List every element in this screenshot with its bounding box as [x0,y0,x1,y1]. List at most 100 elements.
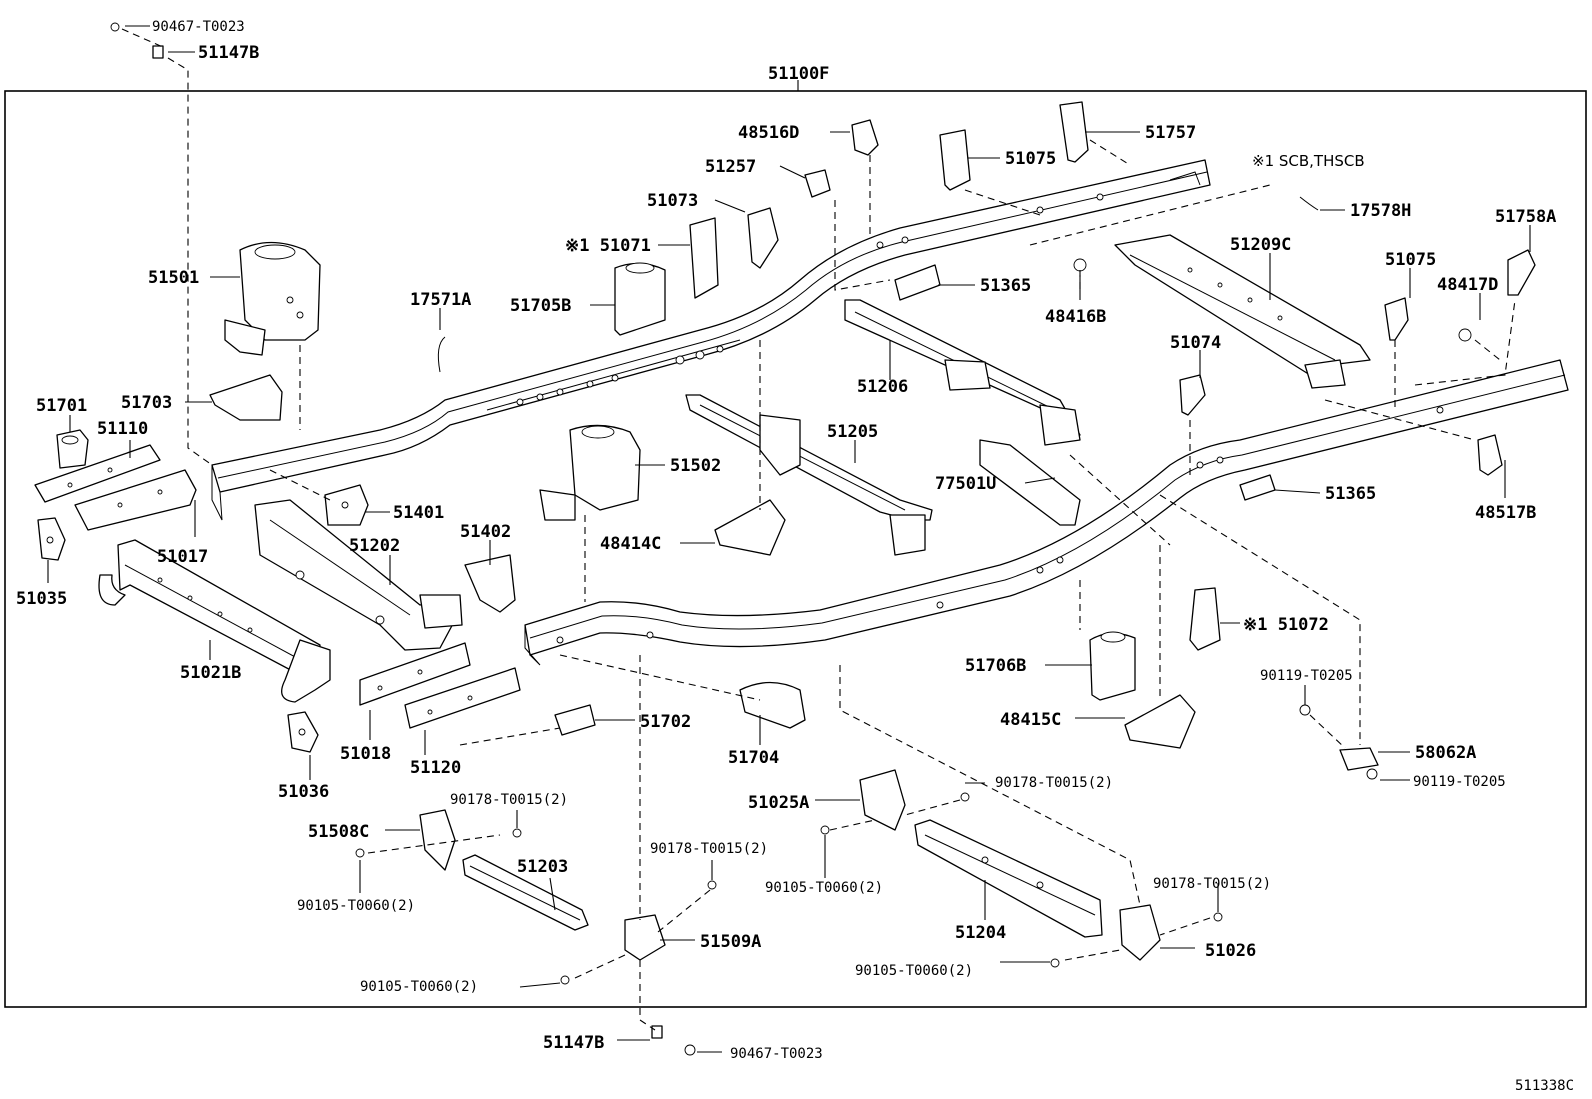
label-51017: 51017 [157,547,208,567]
label-51705B: 51705B [510,296,571,316]
crossmember-51206 [844,299,1081,446]
frame-rail-left [211,159,1211,521]
label-58062A: 58062A [1415,743,1476,763]
bracket-51501 [224,241,321,356]
crossmember-51021B [98,539,331,703]
bracket-51036 [287,711,319,753]
label-48417D: 48417D [1437,275,1498,295]
label-17578H: 17578H [1350,201,1411,221]
fasteners [110,22,1472,1056]
bracket-48414C [714,499,786,556]
label-51758A: 51758A [1495,207,1556,227]
label-51257: 51257 [705,157,756,177]
label-48516D: 48516D [738,123,799,143]
label-51501: 51501 [148,268,199,288]
bracket-51365-top [894,264,941,301]
label-90105-c: 90105-T0060(2) [765,880,883,896]
label-51071: ※1 51071 [565,236,651,256]
bracket-51073 [747,207,779,269]
label-51021B: 51021B [180,663,241,683]
label-51509A: 51509A [700,932,761,952]
bracket-51071 [689,217,719,299]
label-90178-c: 90178-T0015(2) [995,775,1113,791]
part-labels: 51100F 90467-T0023 51147B 51501 51701 51… [16,19,1574,1094]
frame-rail-right [524,359,1569,666]
label-51072: ※1 51072 [1243,615,1329,635]
label-48416B: 48416B [1045,307,1106,327]
bracket-51074 [1179,374,1206,416]
crossmember-51205 [685,394,933,556]
label-90119-top: 90119-T0205 [1260,668,1353,684]
bracket-48415C [1124,694,1196,749]
bracket-51072 [1189,587,1221,651]
label-51025A: 51025A [748,793,809,813]
bracket-48516D [851,119,879,156]
label-51110: 51110 [97,419,148,439]
label-51074: 51074 [1170,333,1221,353]
label-51147B-top: 51147B [198,43,259,63]
bracket-51018 [359,642,471,706]
label-48414C: 48414C [600,534,661,554]
label-51206: 51206 [857,377,908,397]
label-51508C: 51508C [308,822,369,842]
bracket-51704 [739,681,806,729]
bracket-51705B [614,262,666,336]
leader-lines [47,25,1531,1053]
label-51036: 51036 [278,782,329,802]
figure-id: 511338C [1515,1078,1574,1094]
label-51026: 51026 [1205,941,1256,961]
bracket-51703 [209,374,283,421]
label-51706B: 51706B [965,656,1026,676]
bracket-48517B [1477,434,1503,476]
label-51401: 51401 [393,503,444,523]
label-51205: 51205 [827,422,878,442]
label-51209C: 51209C [1230,235,1291,255]
crossmember-51204 [914,819,1103,938]
bracket-51110 [34,444,161,503]
bracket-51701 [56,429,89,469]
label-90467-top: 90467-T0023 [152,19,245,35]
label-51402: 51402 [460,522,511,542]
label-77501U: 77501U [935,474,996,494]
label-51203: 51203 [517,857,568,877]
label-51147B-bottom: 51147B [543,1033,604,1053]
bracket-51075-right [1384,297,1409,341]
label-90105-a: 90105-T0060(2) [297,898,415,914]
label-48517B: 48517B [1475,503,1536,523]
label-51365-top: 51365 [980,276,1031,296]
bracket-51075-top [939,129,971,191]
bracket-51502 [539,424,641,521]
bracket-51026 [1119,904,1161,961]
assembly-boundary [4,90,1587,1008]
label-51365-right: 51365 [1325,484,1376,504]
label-assembly: 51100F [768,64,829,84]
label-90105-b: 90105-T0060(2) [360,979,478,995]
bracket-58062A [1339,747,1379,771]
bracket-51401 [324,484,369,526]
label-51702: 51702 [640,712,691,732]
label-51018: 51018 [340,744,391,764]
label-51120: 51120 [410,758,461,778]
crossmember-51202 [254,499,463,651]
label-90178-b: 90178-T0015(2) [650,841,768,857]
label-51701: 51701 [36,396,87,416]
bracket-51025A [859,769,906,831]
bracket-51509A [624,914,666,961]
label-90178-d: 90178-T0015(2) [1153,876,1271,892]
label-51035: 51035 [16,589,67,609]
bracket-51508C [419,809,456,871]
label-51703: 51703 [121,393,172,413]
bracket-51706B [1089,631,1136,701]
bracket-51702 [554,704,596,736]
bracket-51402 [464,554,516,613]
label-51204: 51204 [955,923,1006,943]
bracket-51257 [804,169,831,198]
label-note: ※1 SCB,THSCB [1252,152,1365,170]
bracket-51365-right [1239,474,1276,501]
label-17571A: 17571A [410,290,471,310]
label-51073: 51073 [647,191,698,211]
label-51704: 51704 [728,748,779,768]
label-51202: 51202 [349,536,400,556]
label-90178-a: 90178-T0015(2) [450,792,568,808]
bracket-51035 [37,517,66,561]
